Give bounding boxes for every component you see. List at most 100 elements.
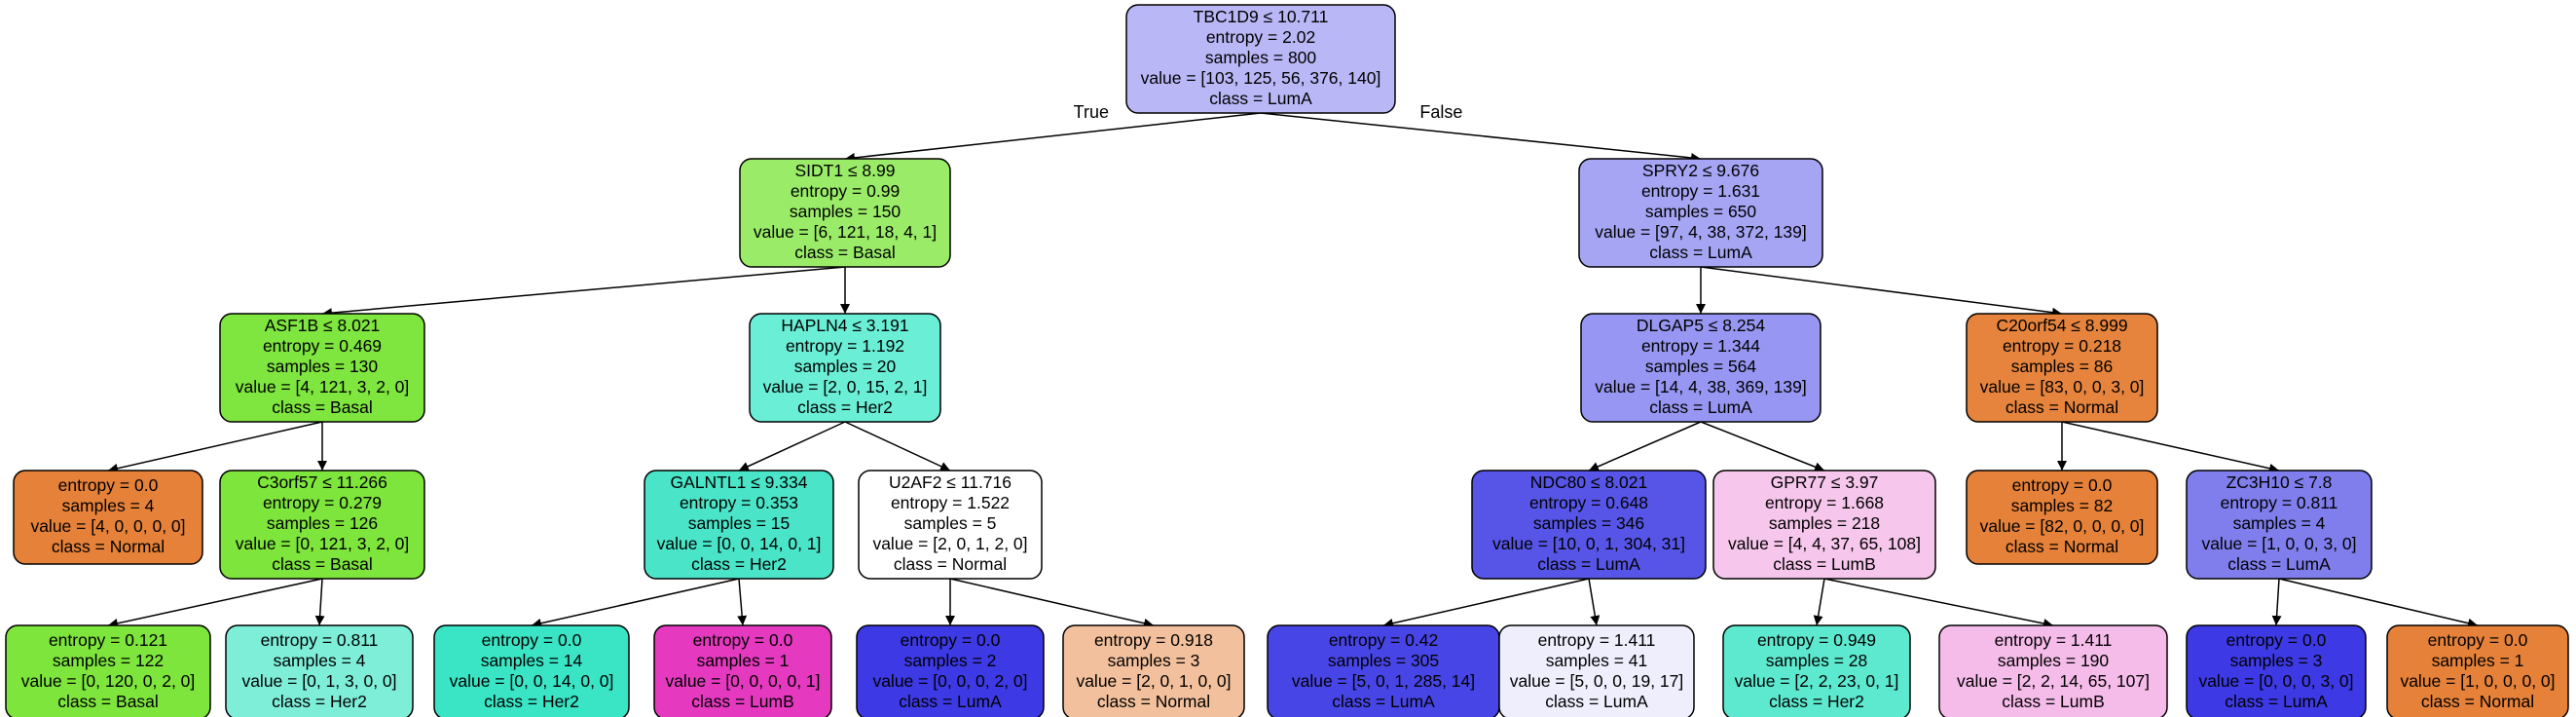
node-line: samples = 130 xyxy=(267,357,379,376)
node-box xyxy=(13,470,203,565)
node-line: samples = 2 xyxy=(904,651,997,670)
edge-label-false: False xyxy=(1419,102,1462,122)
node-line: entropy = 0.811 xyxy=(261,630,379,650)
node-line: value = [103, 125, 56, 376, 140] xyxy=(1141,68,1381,88)
node-box xyxy=(1966,313,2158,423)
node-line: class = Normal xyxy=(2006,397,2118,417)
node-line: value = [1, 0, 0, 0, 0] xyxy=(2400,671,2555,691)
node-line: entropy = 0.99 xyxy=(791,181,900,201)
node-line: class = Basal xyxy=(272,397,373,417)
node-line: value = [0, 0, 0, 2, 0] xyxy=(872,671,1027,691)
node-box xyxy=(1722,624,1911,717)
node-line: class = Basal xyxy=(57,692,159,711)
node-line: entropy = 0.0 xyxy=(693,630,793,650)
node-line: SIDT1 ≤ 8.99 xyxy=(795,161,896,180)
node-line: entropy = 1.192 xyxy=(786,336,904,356)
node-box xyxy=(225,624,414,717)
node-line: entropy = 1.631 xyxy=(1641,181,1760,201)
node-box xyxy=(2386,624,2569,717)
node-line: samples = 15 xyxy=(688,513,791,533)
node-line: class = LumB xyxy=(2002,692,2105,711)
node-line: value = [5, 0, 1, 285, 14] xyxy=(1292,671,1475,691)
node-line: samples = 4 xyxy=(62,496,155,515)
node-line: samples = 190 xyxy=(1998,651,2110,670)
edge-n11-n22 xyxy=(1588,578,1601,626)
node-line: value = [5, 0, 0, 19, 17] xyxy=(1510,671,1684,691)
edge-n11-n21 xyxy=(1382,578,1590,628)
node-box xyxy=(1966,470,2158,565)
node-line: class = Her2 xyxy=(484,692,579,711)
node-line: value = [1, 0, 0, 3, 0] xyxy=(2201,534,2356,553)
node-line: entropy = 0.279 xyxy=(263,493,382,512)
node-line: class = Basal xyxy=(272,554,373,574)
node-line: samples = 1 xyxy=(2432,651,2524,670)
edge-n12-n23 xyxy=(1813,578,1825,626)
node-line: U2AF2 ≤ 11.716 xyxy=(889,472,1012,492)
node-line: entropy = 0.121 xyxy=(49,630,167,650)
edge-n10-n20 xyxy=(949,578,1155,628)
node-line: class = LumB xyxy=(691,692,794,711)
node-line: C3orf57 ≤ 11.266 xyxy=(257,472,387,492)
node-line: entropy = 0.949 xyxy=(1757,630,1876,650)
edge-label-true: True xyxy=(1074,102,1109,122)
node-box xyxy=(858,470,1043,580)
edge-n0-n1 xyxy=(844,112,1262,163)
node-line: class = Her2 xyxy=(797,397,893,417)
node-line: entropy = 1.411 xyxy=(1995,630,2113,650)
edge-n4-n10 xyxy=(844,421,951,472)
node-line: TBC1D9 ≤ 10.711 xyxy=(1194,7,1329,26)
node-line: value = [82, 0, 0, 0, 0] xyxy=(1980,516,2145,536)
node-line: samples = 126 xyxy=(267,513,378,533)
node-line: value = [4, 0, 0, 0, 0] xyxy=(30,516,185,536)
node-line: samples = 5 xyxy=(904,513,997,533)
node-box xyxy=(1498,624,1695,717)
edge-n4-n9 xyxy=(738,421,846,472)
node-line: entropy = 2.02 xyxy=(1206,27,1315,47)
node-line: value = [2, 0, 1, 0, 0] xyxy=(1076,671,1231,691)
node-line: entropy = 1.668 xyxy=(1765,493,1884,512)
node-line: C20orf54 ≤ 8.999 xyxy=(1996,316,2127,335)
node-box xyxy=(219,313,425,423)
node-line: value = [97, 4, 38, 372, 139] xyxy=(1595,222,1806,242)
node-box xyxy=(749,313,941,423)
node-box xyxy=(856,624,1045,717)
node-line: HAPLN4 ≤ 3.191 xyxy=(781,316,908,335)
node-line: value = [2, 0, 1, 2, 0] xyxy=(872,534,1027,553)
edge-n8-n16 xyxy=(314,578,325,626)
node-line: samples = 3 xyxy=(1108,651,1200,670)
node-line: entropy = 0.469 xyxy=(263,336,382,356)
node-line: class = LumA xyxy=(1649,397,1752,417)
node-line: ASF1B ≤ 8.021 xyxy=(265,316,381,335)
node-line: class = LumA xyxy=(1649,243,1752,262)
node-line: class = Normal xyxy=(52,537,165,556)
node-line: samples = 41 xyxy=(1546,651,1648,670)
node-line: value = [4, 4, 37, 65, 108] xyxy=(1728,534,1921,553)
node-line: value = [0, 1, 3, 0, 0] xyxy=(241,671,396,691)
node-box xyxy=(1125,4,1396,114)
edge-n14-n26 xyxy=(2278,578,2479,628)
node-box xyxy=(1578,158,1823,268)
node-line: value = [2, 2, 23, 0, 1] xyxy=(1735,671,1899,691)
node-line: SPRY2 ≤ 9.676 xyxy=(1642,161,1759,180)
node-box xyxy=(5,624,211,717)
node-line: GALNTL1 ≤ 9.334 xyxy=(671,472,808,492)
node-line: entropy = 0.0 xyxy=(2012,475,2113,495)
